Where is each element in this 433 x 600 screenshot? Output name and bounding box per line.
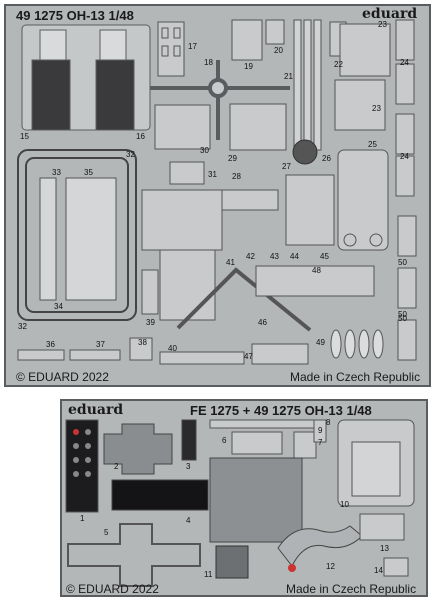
fret-main-brand: eduard — [362, 6, 418, 22]
part-50-rings — [397, 215, 417, 361]
part-number-44: 44 — [290, 252, 299, 261]
part-48 — [255, 265, 375, 297]
part-26-disk — [292, 139, 318, 165]
part-4-panel — [111, 479, 209, 511]
part-number-20: 20 — [274, 46, 283, 55]
part-number-32b: 32 — [18, 322, 27, 331]
fret-color-made-in: Made in Czech Republic — [286, 582, 417, 596]
color-part-number-11: 11 — [204, 570, 213, 579]
fret-color-brand: eduard — [68, 402, 124, 418]
color-part-number-7: 7 — [318, 438, 323, 447]
part-number-18: 18 — [204, 58, 213, 67]
part-number-34: 34 — [54, 302, 63, 311]
part-number-26: 26 — [322, 154, 331, 163]
part-31 — [169, 161, 205, 185]
part-number-43: 43 — [270, 252, 279, 261]
color-part-number-6: 6 — [222, 436, 227, 445]
part-21-strips — [293, 19, 322, 151]
part-number-42: 42 — [246, 252, 255, 261]
part-number-17: 17 — [188, 42, 197, 51]
part-number-47: 47 — [244, 352, 253, 361]
part-46-frame — [176, 267, 312, 332]
color-part-number-9: 9 — [318, 426, 323, 435]
color-part-number-3: 3 — [186, 462, 191, 471]
part-number-49: 49 — [316, 338, 325, 347]
part-number-29: 29 — [228, 154, 237, 163]
part-number-23b: 23 — [372, 104, 381, 113]
part-number-36: 36 — [46, 340, 55, 349]
part-number-21: 21 — [284, 72, 293, 81]
part-number-50b: 50 — [398, 310, 407, 319]
part-24-rings — [395, 19, 415, 197]
part-floor-panel — [209, 457, 303, 543]
part-number-48: 48 — [312, 266, 321, 275]
color-part-number-10: 10 — [340, 500, 349, 509]
part-9-10 — [313, 419, 415, 507]
part-number-41: 41 — [226, 258, 235, 267]
fret-main-title: 49 1275 OH-13 1/48 — [16, 8, 134, 23]
part-seat-panels — [21, 24, 151, 131]
part-number-50c: 50 — [398, 314, 407, 323]
color-part-number-12: 12 — [326, 562, 335, 571]
part-5-frame — [67, 523, 201, 587]
part-number-50a: 50 — [398, 258, 407, 267]
color-part-number-8: 8 — [326, 418, 331, 427]
part-number-38: 38 — [138, 338, 147, 347]
part-44-45 — [221, 174, 335, 246]
part-number-33: 33 — [52, 168, 61, 177]
part-18-rotor — [150, 60, 290, 140]
part-13-14 — [359, 513, 409, 577]
part-29-30 — [154, 103, 287, 151]
part-number-19: 19 — [244, 62, 253, 71]
fret-main-copyright: © EDUARD 2022 — [16, 370, 109, 384]
part-number-35: 35 — [84, 168, 93, 177]
part-1-instrument-strip — [65, 419, 99, 513]
part-25 — [337, 149, 389, 251]
part-number-22: 22 — [334, 60, 343, 69]
part-number-32a: 32 — [126, 150, 135, 159]
part-19-20 — [231, 19, 285, 61]
part-bottom-row — [17, 269, 309, 365]
part-12-red-dot — [288, 564, 296, 572]
part-33-35 — [39, 177, 117, 301]
part-number-37: 37 — [96, 340, 105, 349]
part-number-45: 45 — [320, 252, 329, 261]
color-part-number-2: 2 — [114, 462, 119, 471]
part-17-group — [157, 21, 185, 77]
part-number-27: 27 — [282, 162, 291, 171]
part-number-40: 40 — [168, 344, 177, 353]
part-number-24a: 24 — [400, 58, 409, 67]
part-2-plate — [103, 423, 173, 475]
fret-color-copyright: © EDUARD 2022 — [66, 582, 159, 596]
part-3-strip — [181, 419, 197, 461]
color-part-number-5: 5 — [104, 528, 109, 537]
part-number-24b: 24 — [400, 152, 409, 161]
part-6-8 — [209, 419, 323, 459]
part-number-39: 39 — [146, 318, 155, 327]
fret-main-made-in: Made in Czech Republic — [290, 370, 421, 384]
part-number-25: 25 — [368, 140, 377, 149]
color-part-number-14: 14 — [374, 566, 383, 575]
part-49-leaves — [330, 329, 384, 359]
part-number-46: 46 — [258, 318, 267, 327]
part-number-15: 15 — [20, 132, 29, 141]
part-number-28: 28 — [232, 172, 241, 181]
part-11-mesh — [215, 545, 249, 579]
part-32-frame — [17, 149, 137, 321]
fret-color-title: FE 1275 + 49 1275 OH-13 1/48 — [190, 403, 372, 418]
part-number-16: 16 — [136, 132, 145, 141]
color-part-number-1: 1 — [80, 514, 85, 523]
part-number-23a: 23 — [378, 20, 387, 29]
part-number-31: 31 — [208, 170, 217, 179]
color-part-number-4: 4 — [186, 516, 191, 525]
color-part-number-13: 13 — [380, 544, 389, 553]
part-number-30: 30 — [200, 146, 209, 155]
part-41-structure — [141, 189, 223, 321]
part-23-group — [334, 23, 391, 131]
